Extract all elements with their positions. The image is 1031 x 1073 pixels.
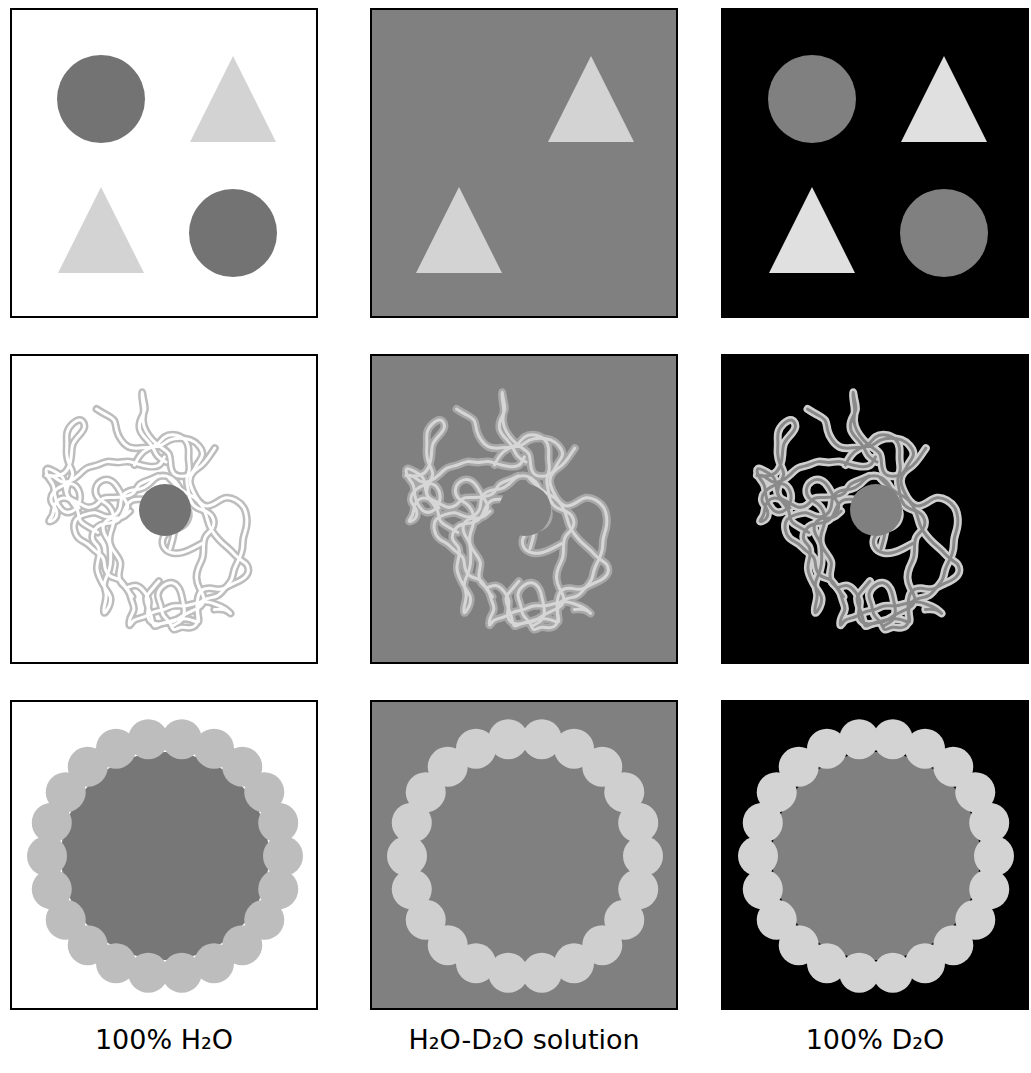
- micelle-shell: [387, 719, 663, 993]
- panel-d2o-particles: [722, 9, 1028, 317]
- panel-d2o-polymer: [722, 355, 1028, 663]
- panel-ground: [722, 9, 1028, 317]
- particle-triangle: [769, 187, 855, 273]
- polymer-core: [499, 484, 551, 536]
- panel-mix-micelle: [371, 701, 677, 1009]
- polymer-chain: [808, 392, 914, 476]
- shell-bead: [618, 803, 658, 843]
- polymer-chain: [806, 480, 941, 626]
- panel-h2o-polymer: [11, 355, 317, 663]
- panel-h2o-micelle: [11, 701, 317, 1009]
- particle-triangle: [190, 56, 276, 142]
- particle-circle: [189, 189, 277, 277]
- solvent-label: 100% H₂O: [95, 1024, 233, 1055]
- solvent-label: H₂O-D₂O solution: [408, 1024, 639, 1055]
- particle-triangle: [416, 187, 502, 273]
- panel-h2o-particles: [11, 9, 317, 317]
- particle-triangle: [901, 56, 987, 142]
- panel-d2o-micelle: [722, 701, 1028, 1009]
- polymer-coil: [46, 392, 248, 629]
- particle-circle: [57, 55, 145, 143]
- micelle-shell: [738, 719, 1014, 993]
- shell-bead: [969, 803, 1009, 843]
- panel-mix-polymer: [371, 355, 677, 663]
- panel-ground: [371, 355, 677, 663]
- polymer-core: [139, 484, 191, 536]
- polymer-coil: [406, 392, 608, 629]
- polymer-chain: [127, 448, 247, 624]
- panel-mix-particles: [371, 9, 677, 317]
- particle-circle: [768, 55, 856, 143]
- panel-ground: [371, 9, 677, 317]
- polymer-coil: [757, 392, 959, 629]
- polymer-chain: [455, 480, 590, 626]
- polymer-chain: [95, 480, 230, 626]
- shell-bead: [258, 803, 298, 843]
- panel-ground: [11, 355, 317, 663]
- panel-ground: [11, 9, 317, 317]
- polymer-chain: [97, 392, 203, 476]
- panel-ground: [722, 355, 1028, 663]
- panel-ground: [11, 701, 317, 1009]
- particle-triangle: [58, 187, 144, 273]
- solvent-label: 100% D₂O: [806, 1024, 945, 1055]
- panel-ground: [722, 701, 1028, 1009]
- polymer-core: [850, 484, 902, 536]
- polymer-chain: [487, 448, 607, 624]
- polymer-chain: [838, 448, 958, 624]
- particle-triangle: [548, 56, 634, 142]
- panel-ground: [371, 701, 677, 1009]
- micelle-shell: [27, 719, 303, 993]
- polymer-chain: [457, 392, 563, 476]
- particle-circle: [900, 189, 988, 277]
